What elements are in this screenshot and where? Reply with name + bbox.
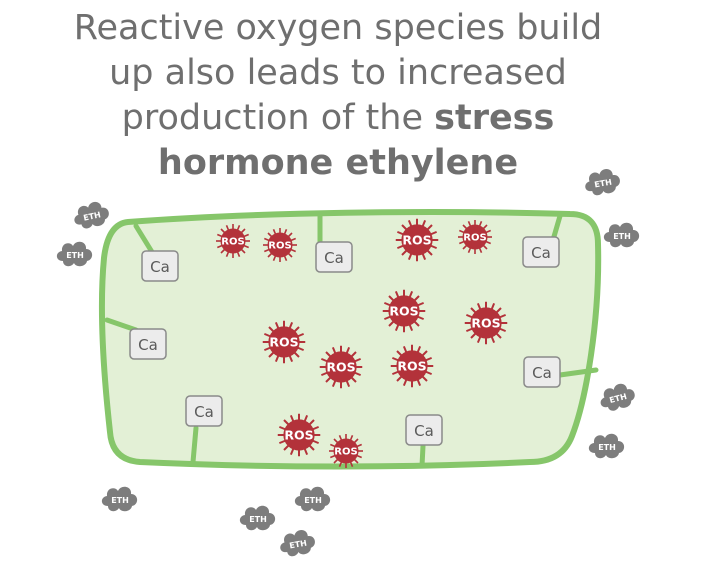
svg-text:ROS: ROS (221, 237, 244, 248)
ros-molecule: ROS (394, 217, 440, 263)
svg-text:Ca: Ca (414, 422, 434, 440)
svg-text:ROS: ROS (463, 233, 486, 244)
ethylene-cloud: ETH (588, 433, 625, 459)
svg-text:ETH: ETH (613, 232, 631, 241)
svg-text:ROS: ROS (284, 427, 313, 442)
ros-molecule: ROS (276, 412, 322, 458)
svg-text:Ca: Ca (531, 244, 551, 262)
svg-text:ROS: ROS (397, 358, 426, 373)
title-line-2: up also leads to increased (109, 53, 567, 93)
ros-molecule: ROS (328, 433, 364, 469)
svg-text:ETH: ETH (249, 515, 267, 524)
svg-text:ROS: ROS (268, 241, 291, 252)
ros-molecule: ROS (262, 227, 298, 263)
calcium-marker: Ca (405, 414, 443, 446)
calcium-marker: Ca (315, 241, 353, 273)
svg-text:ETH: ETH (66, 251, 84, 260)
title-line-1: Reactive oxygen species build (73, 8, 603, 48)
calcium-marker: Ca (185, 395, 223, 427)
ros-molecule: ROS (457, 219, 493, 255)
svg-text:ROS: ROS (269, 334, 298, 349)
title-line-3: production of the (121, 98, 435, 138)
svg-text:ETH: ETH (111, 496, 129, 505)
ethylene-cloud: ETH (582, 166, 622, 198)
ros-molecule: ROS (261, 319, 307, 365)
svg-text:ETH: ETH (598, 443, 616, 452)
ethylene-cloud: ETH (56, 241, 93, 267)
svg-text:ROS: ROS (471, 315, 500, 330)
ethylene-cloud: ETH (277, 527, 317, 559)
title-bold-hormone-ethylene: hormone ethylene (157, 143, 519, 183)
membrane-connectors (104, 211, 599, 469)
svg-text:ROS: ROS (389, 303, 418, 318)
ethylene-cloud: ETH (294, 486, 331, 512)
ethylene-cloud: ETH (101, 486, 138, 512)
ros-molecule: ROS (463, 300, 509, 346)
title-bold-stress: stress (434, 98, 555, 138)
svg-text:ETH: ETH (289, 539, 308, 551)
ros-molecule: ROS (389, 343, 435, 389)
calcium-marker: Ca (141, 250, 179, 282)
ethylene-cloud: ETH (603, 222, 640, 248)
svg-text:ETH: ETH (594, 178, 613, 190)
svg-text:Ca: Ca (324, 249, 344, 267)
svg-text:Ca: Ca (138, 336, 158, 354)
ethylene-cloud: ETH (71, 199, 112, 231)
svg-text:ROS: ROS (326, 359, 355, 374)
calcium-marker: Ca (129, 328, 167, 360)
ros-molecule: ROS (215, 223, 251, 259)
ros-molecule: ROS (318, 344, 364, 390)
plant-cell (99, 209, 602, 470)
svg-text:ETH: ETH (83, 210, 102, 222)
diagram-title: Reactive oxygen species build up also le… (0, 6, 676, 186)
ros-molecule: ROS (381, 288, 427, 334)
calcium-marker: Ca (523, 356, 561, 388)
svg-text:Ca: Ca (532, 364, 552, 382)
svg-text:ETH: ETH (304, 496, 322, 505)
ethylene-cloud: ETH (239, 505, 276, 531)
svg-text:Ca: Ca (150, 258, 170, 276)
svg-text:ETH: ETH (608, 392, 627, 405)
svg-text:ROS: ROS (334, 447, 357, 458)
ethylene-cloud: ETH (597, 380, 638, 414)
svg-text:ROS: ROS (402, 232, 431, 247)
calcium-marker: Ca (522, 236, 560, 268)
svg-text:Ca: Ca (194, 403, 214, 421)
